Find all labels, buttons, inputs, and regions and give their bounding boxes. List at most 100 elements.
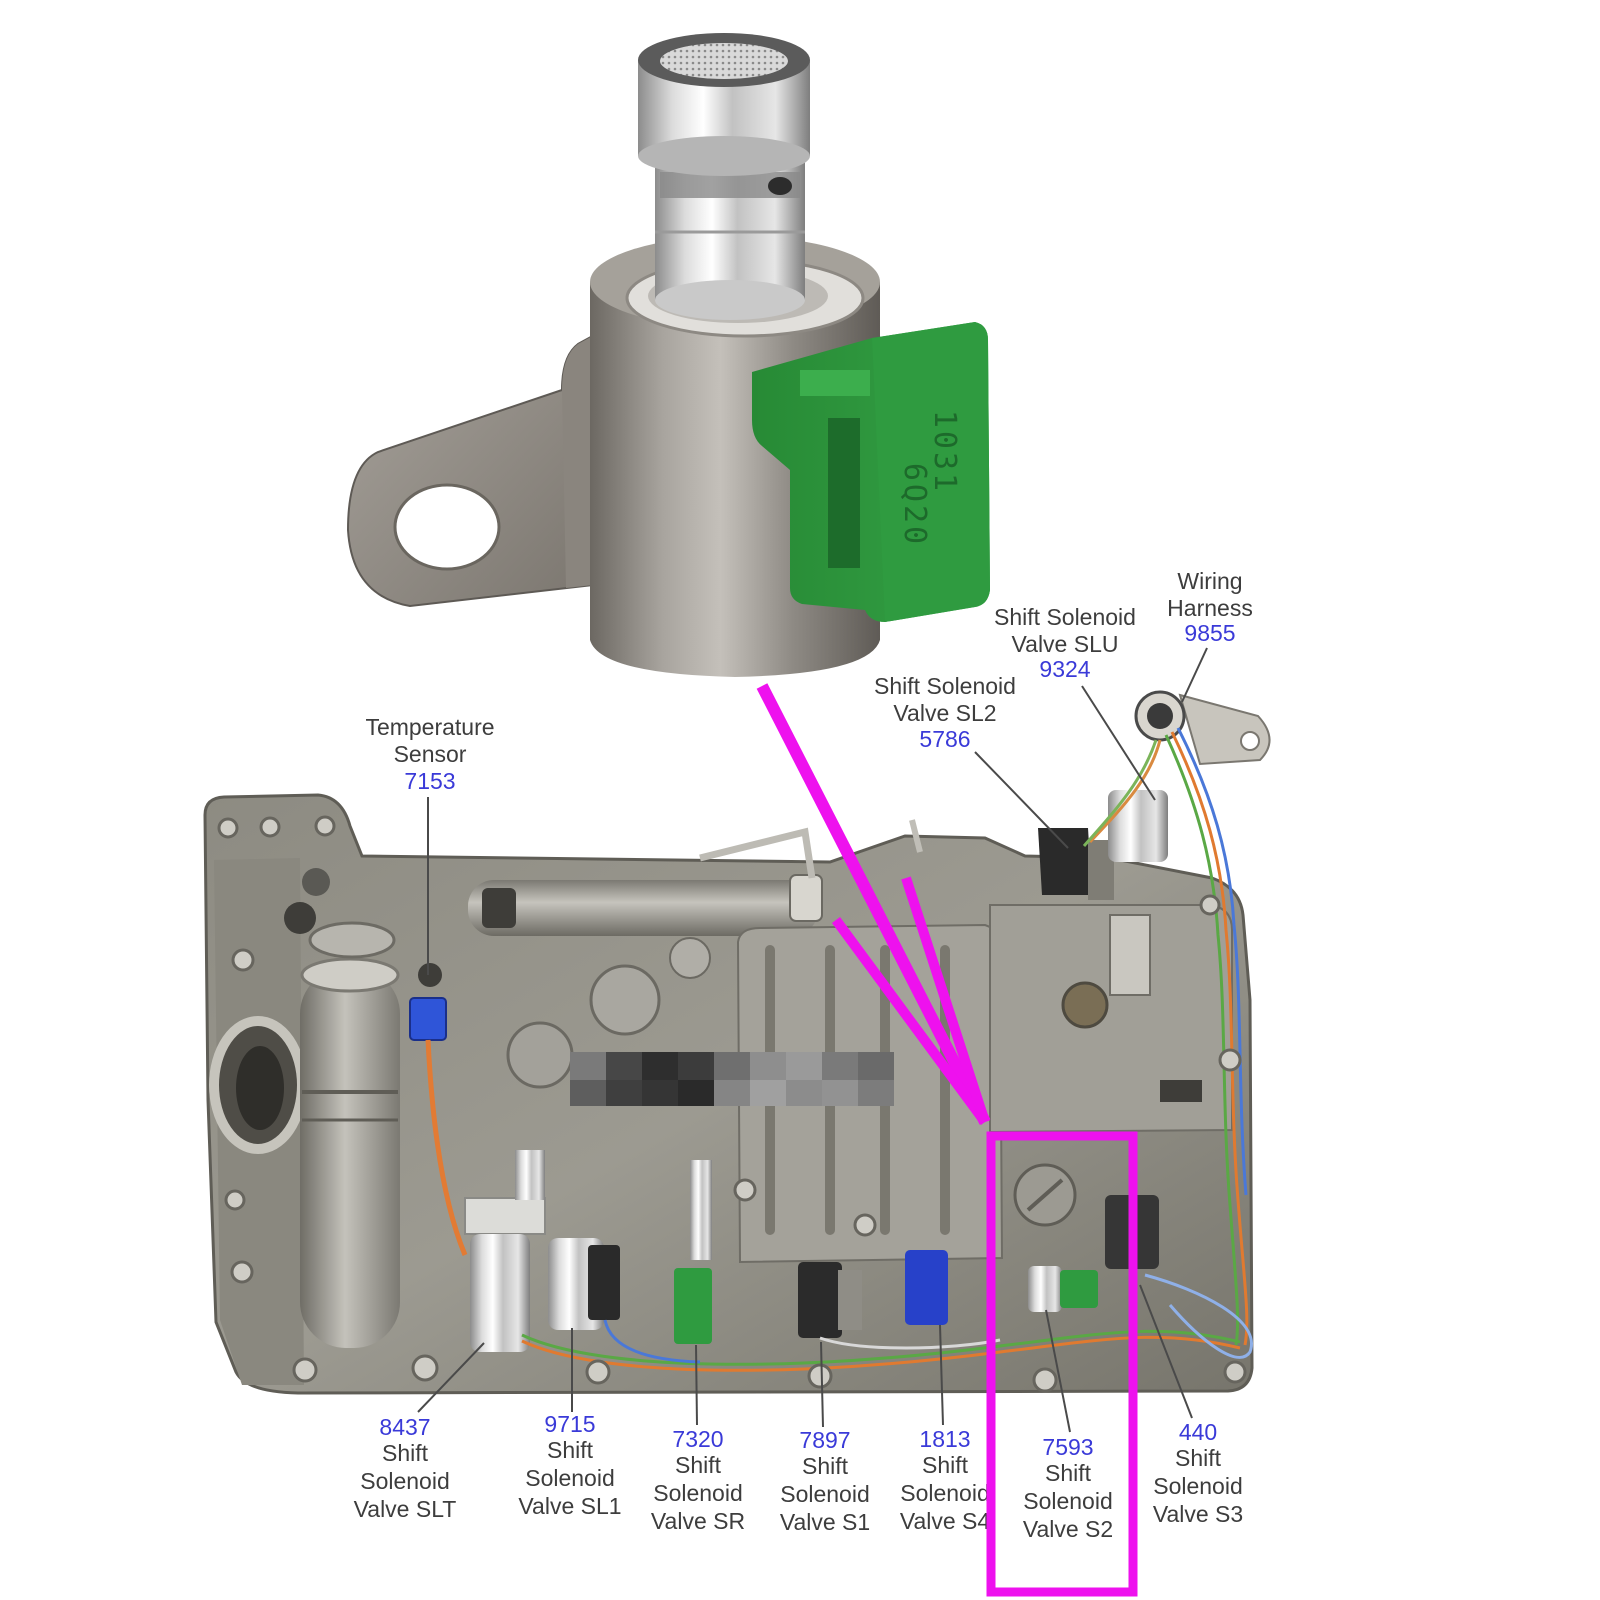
bolt-hole (231, 948, 255, 972)
part-number: 7320 (672, 1426, 723, 1452)
bolt-hole (807, 1363, 833, 1389)
highlight-arrow-head-left (831, 917, 990, 1125)
bolt-hole (853, 1213, 877, 1237)
part-number: 9324 (1039, 656, 1090, 682)
callout-line: Valve SR (651, 1508, 745, 1534)
left-bore-inner (236, 1046, 284, 1130)
leader-line-s4 (939, 1324, 944, 1426)
callout-line: Shift (1175, 1445, 1222, 1471)
slt-bracket (464, 1197, 546, 1235)
bolt-hole (1199, 894, 1221, 916)
connector-print-line-1: 1031 (927, 410, 962, 494)
mounting-hole (393, 483, 501, 571)
vertical-tube (300, 968, 400, 1348)
s1-body (838, 1270, 862, 1330)
wire (1082, 739, 1158, 847)
callout-line: Valve S3 (1153, 1501, 1243, 1527)
upper-left-boss (308, 921, 396, 959)
bolt-hole (585, 1359, 611, 1385)
callout-line: Shift (547, 1437, 594, 1463)
upper-spool-bore (468, 880, 818, 936)
leader-line-wiring-harness (1181, 647, 1208, 703)
callout-line: Shift (675, 1452, 722, 1478)
highlight-arrow-head-right (901, 876, 990, 1124)
callout-line: Harness (1167, 595, 1253, 621)
part-number: 5786 (919, 726, 970, 752)
pixel (714, 1052, 750, 1080)
wire (521, 1329, 1241, 1366)
valve-plug (669, 937, 711, 979)
callout-line: Shift Solenoid (994, 604, 1136, 630)
pixel (858, 1052, 894, 1080)
pixel (750, 1080, 786, 1106)
bolt-hole (411, 1354, 439, 1382)
temperature-sensor-connector (409, 997, 447, 1041)
callout-line: Valve S2 (1023, 1516, 1113, 1542)
callout-shift-solenoid-s2: 7593 Shift Solenoid Valve S2 (1023, 1434, 1113, 1542)
part-number: 8437 (379, 1414, 430, 1440)
part-number: 440 (1179, 1419, 1217, 1445)
oil-tube (699, 827, 816, 879)
pixel (606, 1080, 642, 1106)
callout-shift-solenoid-sl2: Shift Solenoid Valve SL2 5786 (874, 673, 1016, 752)
solenoid-s4-connector (905, 1250, 948, 1325)
pixel (642, 1052, 678, 1080)
connector-face (872, 322, 990, 622)
vertical-tube-cap (300, 957, 400, 993)
slt-stem (515, 1150, 545, 1200)
solenoid-slt (470, 1234, 530, 1352)
bolt-hole (314, 815, 336, 837)
callout-line: Valve S1 (780, 1509, 870, 1535)
pixelated-redaction (570, 1052, 894, 1106)
oil-tube (909, 819, 923, 853)
callout-line: Valve S4 (900, 1508, 991, 1534)
callout-line: Solenoid (1023, 1488, 1113, 1514)
part-number: 9855 (1184, 620, 1235, 646)
bolt-hole (1218, 1048, 1242, 1072)
callout-line: Valve SLT (354, 1496, 457, 1522)
s2-plug-slot (1026, 1178, 1064, 1212)
detent-spring (1160, 1080, 1202, 1102)
solenoid-slu (1108, 790, 1168, 862)
wire (1144, 1273, 1253, 1359)
bolt-holes (217, 815, 1247, 1393)
bolt-hole (259, 816, 281, 838)
wire (521, 1335, 1241, 1372)
callout-line: Wiring (1177, 568, 1242, 594)
highlight-box (986, 1131, 1138, 1597)
callout-shift-solenoid-s1: 7897 Shift Solenoid Valve S1 (780, 1427, 870, 1535)
solenoid-photo: 1031 6Q20 (346, 33, 990, 677)
leader-line-slt (417, 1342, 485, 1413)
sl1-connector (588, 1245, 620, 1320)
sr-stem (690, 1160, 712, 1260)
callout-line: Solenoid (780, 1481, 870, 1507)
leader-line-s2 (1045, 1309, 1071, 1433)
callout-shift-solenoid-sl1: 9715 Shift Solenoid Valve SL1 (518, 1411, 621, 1519)
leader-lines (417, 647, 1208, 1433)
part-number: 1813 (919, 1426, 970, 1452)
callout-line: Sensor (394, 741, 467, 767)
callout-line: Shift (382, 1440, 429, 1466)
sensor-bolt (418, 963, 442, 987)
hex-bolt (302, 868, 330, 896)
right-plug (1061, 981, 1109, 1029)
bolt-hole (230, 1260, 254, 1284)
callout-line: Shift (1045, 1460, 1092, 1486)
pixel (858, 1080, 894, 1106)
part-number: 7897 (799, 1427, 850, 1453)
wire (1164, 734, 1240, 1346)
callout-shift-solenoid-sr: 7320 Shift Solenoid Valve SR (651, 1426, 745, 1534)
bolt-hole (733, 1178, 757, 1202)
wire (819, 1336, 1001, 1350)
valve-body-photo (203, 690, 1271, 1395)
solenoid-s2-connector (1060, 1270, 1098, 1308)
pixel (786, 1080, 822, 1106)
harness-pins (1147, 703, 1173, 729)
cap-bottom-edge (638, 136, 810, 176)
stem-base (655, 280, 805, 320)
pixel (714, 1080, 750, 1106)
pixel (570, 1052, 606, 1080)
highlight-arrow-shaft (756, 683, 991, 1125)
callout-line: Valve SLU (1012, 631, 1119, 657)
pixel (786, 1052, 822, 1080)
